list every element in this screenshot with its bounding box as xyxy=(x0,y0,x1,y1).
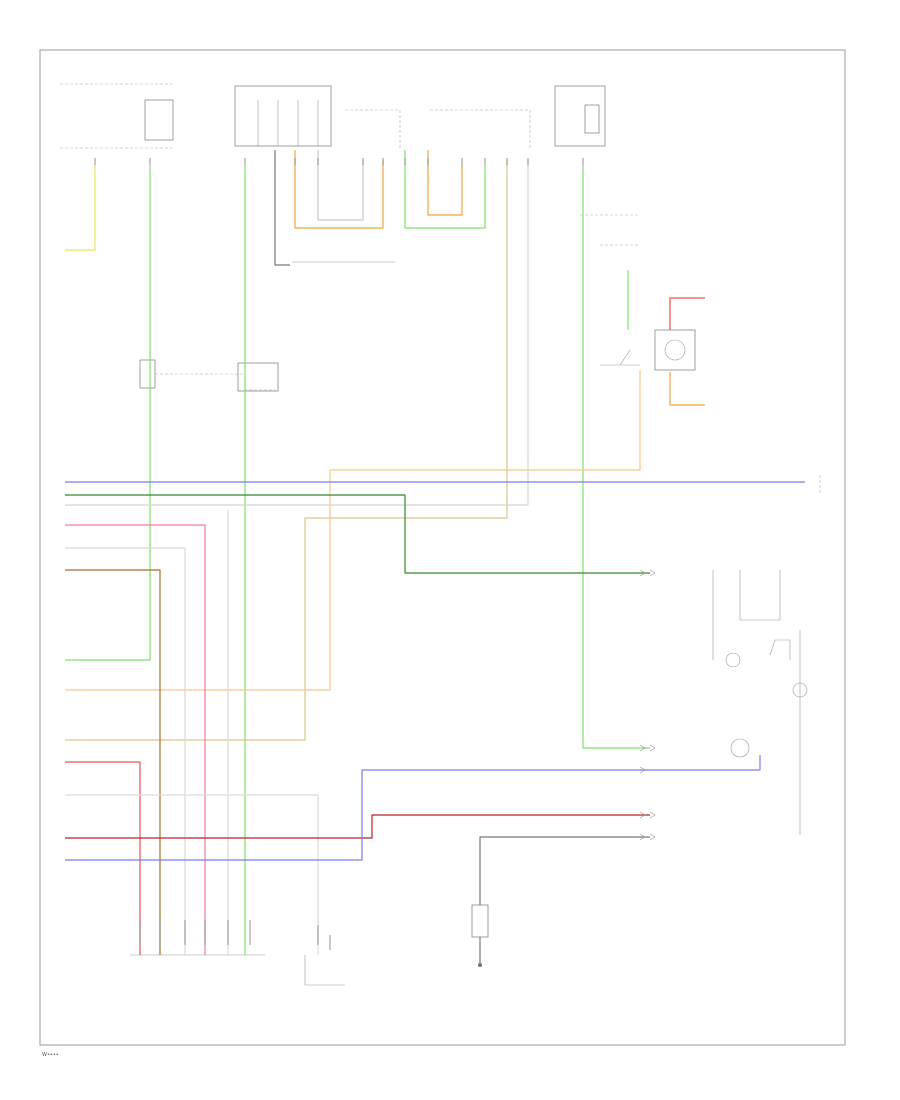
wire-orange xyxy=(294,150,384,229)
component-box xyxy=(471,904,489,938)
wire-green-right xyxy=(582,165,650,749)
wire-red xyxy=(669,297,705,330)
cluster-outline xyxy=(712,570,801,835)
page-code: W•••• xyxy=(42,1052,59,1058)
component-box xyxy=(237,362,279,392)
wire-green xyxy=(65,165,151,661)
wire-yellow xyxy=(65,165,96,251)
component-outline xyxy=(580,214,640,246)
component-box xyxy=(144,99,174,141)
wire-light-gray xyxy=(317,150,364,221)
component-box xyxy=(139,359,156,389)
wire-light-gray-long xyxy=(65,160,529,506)
wire-orange-loop xyxy=(427,150,463,216)
relay-symbol xyxy=(664,339,686,361)
wire-orange-right xyxy=(669,372,705,406)
indicator-lamp xyxy=(730,738,750,758)
wire-tan xyxy=(65,160,508,741)
component-outline xyxy=(345,109,531,150)
wire-brown xyxy=(65,569,161,955)
switch-symbol xyxy=(600,349,640,366)
connector-arrows xyxy=(639,569,656,841)
pin-ticks xyxy=(94,158,584,950)
diagram-frame xyxy=(39,49,846,1046)
indicator-lamp xyxy=(792,682,808,698)
wire-pink xyxy=(65,524,206,955)
component-box xyxy=(234,85,332,147)
wire-orange-long xyxy=(65,370,641,691)
connector-outline xyxy=(304,955,345,986)
indicator-lamp xyxy=(725,652,741,668)
wire-gray xyxy=(274,150,290,266)
wire-red-lower xyxy=(65,761,141,955)
component-outline xyxy=(155,373,275,391)
wire-light-gray-lower xyxy=(65,794,319,955)
wire-green-loop xyxy=(404,150,486,229)
wire-dark-green xyxy=(65,494,650,574)
component-box xyxy=(554,85,606,147)
component-box xyxy=(584,104,600,134)
wire-dark-red xyxy=(65,814,650,839)
component-box xyxy=(654,329,696,371)
wire-gray-lower xyxy=(479,836,650,905)
component-outline xyxy=(60,83,175,149)
switch-symbol xyxy=(769,639,791,660)
wire-blue-lower xyxy=(65,755,761,861)
